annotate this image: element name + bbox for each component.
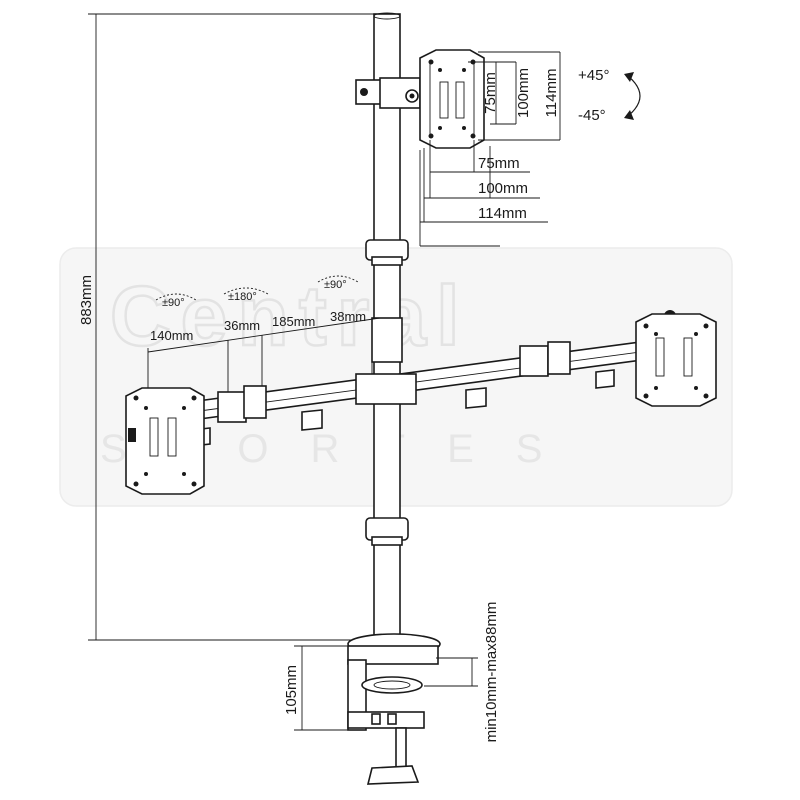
right-vesa-plate-body [635,313,717,407]
clamp-height-label: 105mm [283,665,300,715]
vesa-75-height-label: 75mm [482,72,499,114]
right-vesa-plate [635,310,717,407]
vesa-100-width-label: 100mm [478,180,528,197]
clamp-bottom-jaw [347,711,425,729]
vesa-horizontal-dimensions: 75mm 100mm 114mm [419,140,548,247]
arm-dimensions: 140mm 36mm 185mm 38mm [147,309,381,396]
rotation-labels: ±90° ±180° ±90° [155,275,359,309]
arm-185-label: 185mm [272,314,315,329]
arm-joint-center [355,373,417,405]
tilt-indicator: +45° -45° [578,67,641,124]
clamp-pad-upper [361,676,423,694]
left-vesa-plate-body [125,387,205,495]
arm-36-label: 36mm [224,318,260,333]
rotation-right-label: ±90° [324,279,347,291]
vesa-vertical-dimensions: 75mm 100mm 114mm [468,51,561,141]
clamp-screw [395,727,407,769]
vesa-114-height-label: 114mm [543,69,560,118]
rotation-middle-label: ±180° [228,291,257,303]
horizontal-arm [189,341,643,447]
desk-range-dimension: min10mm-max88mm [424,602,500,743]
vesa-75-width-label: 75mm [478,155,520,172]
top-vesa-head [355,49,485,149]
rotation-left-label: ±90° [162,297,185,309]
tilt-down-label: -45° [578,107,606,124]
clamp-top [347,645,439,665]
arm-38-label: 38mm [330,309,366,324]
arm-joint-right [519,345,549,377]
total-height-label: 883mm [78,275,95,325]
desk-range-label: min10mm-max88mm [483,602,500,743]
tilt-arrow [627,75,641,117]
desk-clamp [347,633,441,785]
arm-140-label: 140mm [150,328,193,343]
total-height-dimension: 883mm [78,13,382,641]
clamp-height-dimension: 105mm [283,645,348,731]
tilt-up-label: +45° [578,67,609,84]
pole-collar-arm [371,317,403,363]
left-vesa-plate [125,387,205,495]
vesa-114-width-label: 114mm [478,205,527,222]
arm-joint-left-1 [217,391,247,423]
vesa-100-height-label: 100mm [515,68,532,118]
pole [365,12,409,643]
clamp-handle [366,765,420,785]
